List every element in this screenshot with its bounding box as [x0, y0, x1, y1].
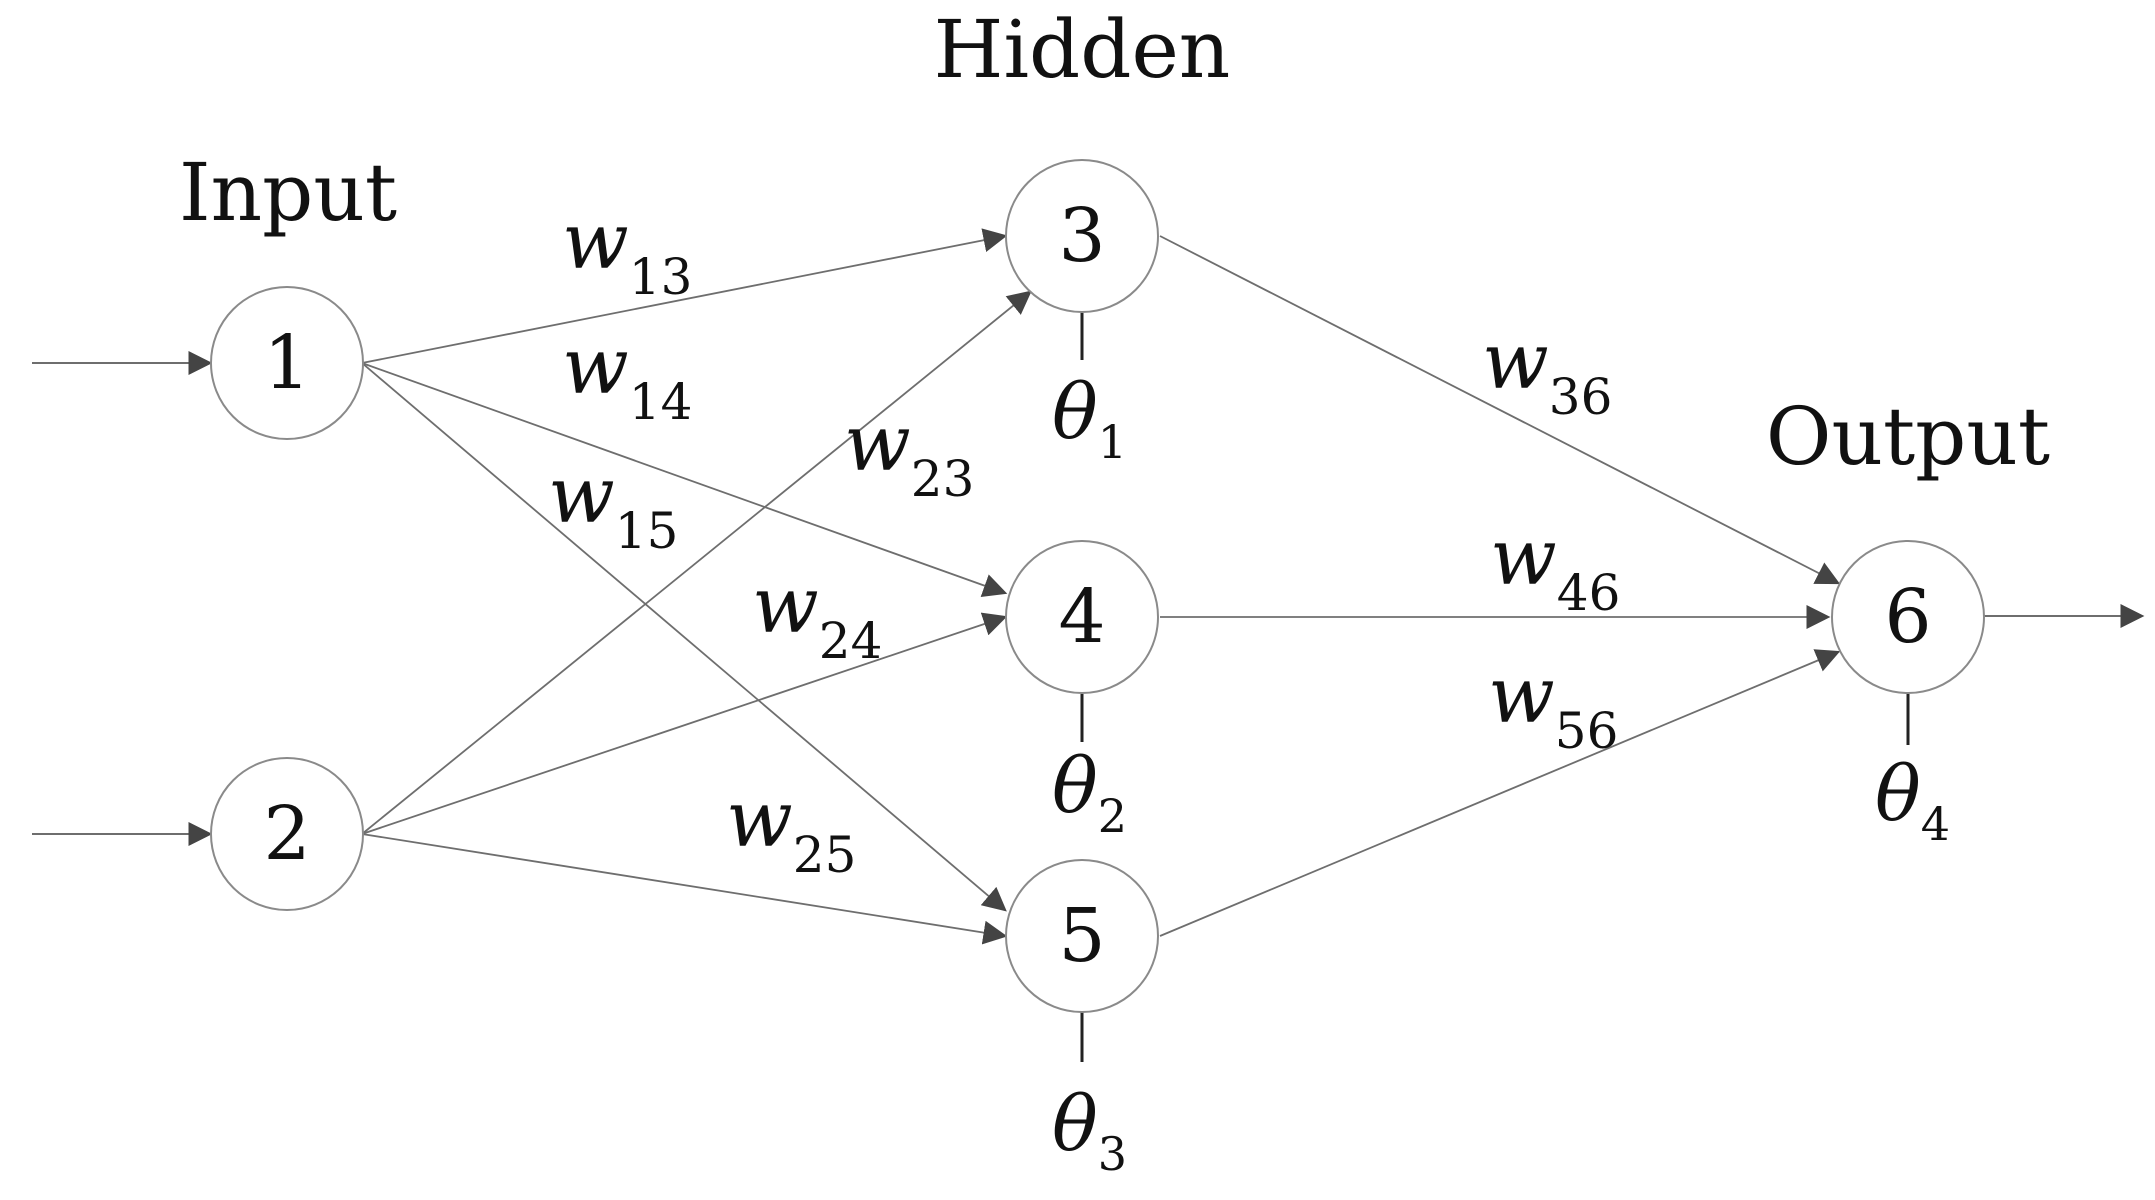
weight-label-w24: w24 — [752, 561, 882, 670]
edge-2-4 — [361, 612, 1008, 835]
node-5-label: 5 — [1058, 893, 1105, 979]
node-3-label: 3 — [1058, 193, 1105, 279]
node-6-label: 6 — [1884, 574, 1931, 660]
output-layer-title: Output — [1766, 390, 2050, 483]
edge-3-6 — [1159, 235, 1841, 585]
node-6: 6 — [1831, 540, 1985, 694]
bias-label-theta2: θ2 — [1052, 741, 1127, 843]
weight-label-w36: w36 — [1482, 317, 1612, 426]
bias-label-theta1: θ1 — [1052, 367, 1127, 469]
node-1: 1 — [210, 286, 364, 440]
edge-2-3 — [361, 290, 1032, 835]
input-layer-title: Input — [179, 146, 397, 239]
edge-2-5 — [361, 833, 1008, 945]
bias-label-theta4: θ4 — [1875, 749, 1950, 851]
weight-label-w15: w15 — [548, 451, 678, 560]
edge-1-5 — [361, 362, 1007, 912]
node-4-label: 4 — [1058, 574, 1105, 660]
edge-1-3 — [361, 228, 1008, 364]
weight-label-w13: w13 — [562, 197, 692, 306]
weight-label-w46: w46 — [1490, 513, 1620, 622]
weight-label-w14: w14 — [562, 322, 692, 431]
edge-5-6 — [1159, 649, 1841, 937]
node-1-label: 1 — [263, 320, 310, 406]
bias-label-theta3: θ3 — [1052, 1079, 1127, 1181]
hidden-layer-title: Hidden — [934, 3, 1231, 96]
edge-1-4 — [361, 362, 1008, 598]
weight-label-w25: w25 — [726, 775, 856, 884]
node-3: 3 — [1005, 159, 1159, 313]
node-2: 2 — [210, 757, 364, 911]
node-5: 5 — [1005, 859, 1159, 1013]
node-4: 4 — [1005, 540, 1159, 694]
node-2-label: 2 — [263, 791, 310, 877]
weight-label-w23: w23 — [844, 399, 974, 508]
weight-label-w56: w56 — [1488, 651, 1618, 760]
